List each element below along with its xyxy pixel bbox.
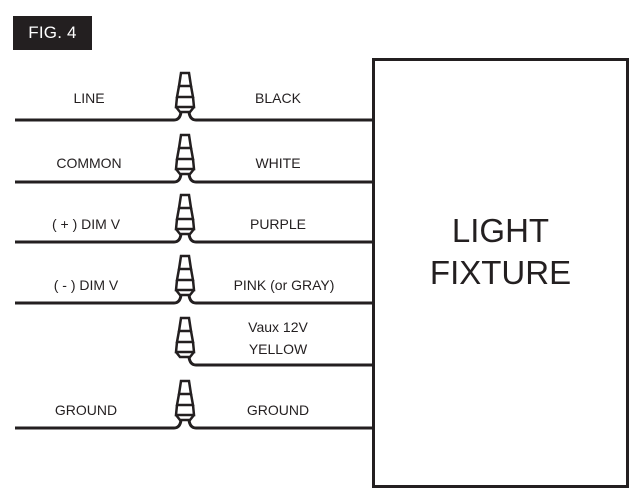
left-label-common: COMMON: [56, 155, 122, 171]
light-fixture-label-line2: FIXTURE: [429, 254, 572, 291]
left-label-line: LINE: [73, 90, 105, 106]
wire-right-white: [187, 173, 372, 184]
connection-row-vaux: [174, 316, 372, 367]
wire-right-purple: [187, 233, 372, 244]
wire-right-pink: [187, 294, 372, 305]
wire-right-yellow: [187, 356, 372, 367]
wire-right-black: [187, 111, 372, 122]
figure-label: FIG. 4: [13, 16, 92, 50]
connection-row-dim-plus: [15, 193, 372, 244]
right-label-pink: PINK (or GRAY): [233, 277, 335, 293]
light-fixture-box: [372, 58, 629, 488]
wire-nut-icon: [174, 316, 196, 359]
wire-nut-icon: [174, 193, 196, 236]
wire-nut-icon: [174, 71, 196, 114]
right-label-white: WHITE: [255, 155, 301, 171]
right-label-yellow: YELLOW: [248, 341, 308, 357]
wire-left-ground: [15, 419, 183, 430]
wire-nut-icon: [174, 379, 196, 422]
wire-right-ground: [187, 419, 372, 430]
left-label-dim-plus: ( + ) DIM V: [51, 216, 121, 232]
wire-nut-icon: [174, 133, 196, 176]
left-label-ground: GROUND: [54, 402, 118, 418]
wire-left-common: [15, 173, 183, 184]
wire-left-dim-plus: [15, 233, 183, 244]
wire-nut-icon: [174, 254, 196, 297]
connection-row-common: [15, 133, 372, 184]
right-label-vaux: Vaux 12V: [248, 319, 308, 335]
right-label-purple: PURPLE: [249, 216, 307, 232]
connection-row-dim-minus: [15, 254, 372, 305]
light-fixture-label-line1: LIGHT: [451, 212, 550, 249]
left-label-dim-minus: ( - ) DIM V: [53, 277, 119, 293]
right-label-ground: GROUND: [246, 402, 310, 418]
wire-left-line: [15, 111, 183, 122]
light-fixture-label: LIGHT FIXTURE: [372, 210, 629, 294]
right-label-black: BLACK: [255, 90, 301, 106]
connection-row-line: [15, 71, 372, 122]
wire-left-dim-minus: [15, 294, 183, 305]
connection-row-ground: [15, 379, 372, 430]
